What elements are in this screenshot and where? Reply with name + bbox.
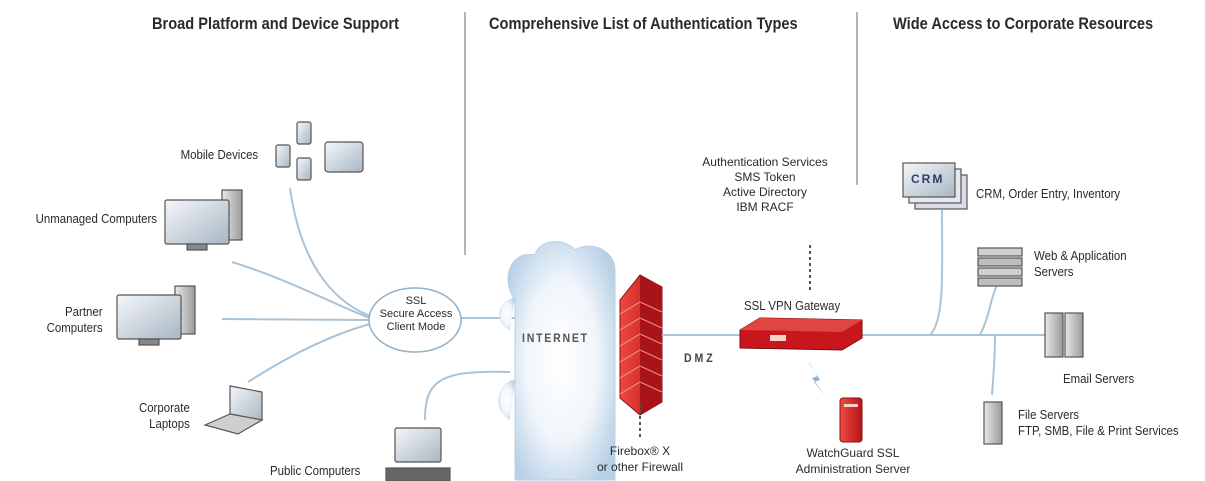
wireless-link-icon (808, 362, 826, 396)
file-server-icon (983, 401, 1003, 445)
label-mobile-devices: Mobile Devices (180, 147, 258, 162)
firewall-icon (619, 274, 663, 416)
web-server-icon (977, 247, 1023, 287)
client-connection-lines (221, 187, 520, 421)
label-partner-computers: Partner Computers (47, 304, 103, 335)
section-dividers (464, 12, 858, 255)
mobile-devices-icon (275, 121, 364, 181)
label-dmz: D M Z (684, 351, 713, 365)
ssl-bubble (368, 287, 462, 353)
header-platform-support: Broad Platform and Device Support (152, 14, 399, 33)
partner-computer-icon (116, 285, 196, 346)
unmanaged-computer-icon (164, 189, 243, 251)
internet-cloud (498, 241, 616, 481)
label-file-servers: File Servers FTP, SMB, File & Print Serv… (1018, 407, 1179, 438)
crm-badge: CRM (911, 172, 945, 186)
email-server-icon (1044, 312, 1084, 358)
label-web-servers: Web & Application Servers (1034, 248, 1127, 279)
resource-connection-lines (662, 209, 1045, 396)
label-corporate-laptops: Corporate Laptops (139, 400, 190, 431)
dashed-links (639, 245, 811, 440)
header-authentication-types: Comprehensive List of Authentication Typ… (489, 14, 798, 33)
label-unmanaged-computers: Unmanaged Computers (35, 211, 157, 226)
label-email-servers: Email Servers (1063, 371, 1135, 386)
public-computer-icon (385, 427, 451, 481)
label-firewall: Firebox® X or other Firewall (596, 444, 684, 474)
label-ssl-client-mode: SSL Secure Access Client Mode (379, 295, 453, 333)
label-public-computers: Public Computers (270, 463, 361, 478)
ssl-vpn-gateway-icon (739, 317, 863, 351)
label-admin-server: WatchGuard SSL Administration Server (795, 446, 911, 476)
label-internet: INTERNET (522, 331, 589, 345)
label-crm: CRM, Order Entry, Inventory (976, 186, 1121, 201)
crm-icon (902, 162, 968, 210)
laptop-icon (203, 385, 264, 435)
header-corporate-resources: Wide Access to Corporate Resources (893, 14, 1154, 33)
admin-server-icon (839, 397, 863, 443)
label-ssl-vpn-gateway: SSL VPN Gateway (744, 298, 841, 313)
label-authentication-services: Authentication Services SMS Token Active… (702, 155, 828, 214)
